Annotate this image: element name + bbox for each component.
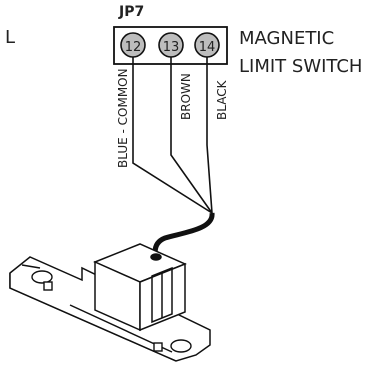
bracket-holes xyxy=(31,270,192,353)
terminal-12-label: 12 xyxy=(125,40,142,55)
terminal-block-header: JP7 xyxy=(118,4,144,20)
cable-bundle xyxy=(152,212,215,259)
terminal-12: 12 xyxy=(120,32,146,58)
switch-body xyxy=(93,243,187,332)
terminal-14-label: 14 xyxy=(199,40,216,55)
wire-label-black: BLACK xyxy=(215,79,229,120)
wire-brown xyxy=(170,57,213,214)
terminal-13-label: 13 xyxy=(163,40,180,55)
edge-label: L xyxy=(5,27,15,48)
wire-black xyxy=(206,57,213,214)
wires xyxy=(132,57,213,214)
terminal-14: 14 xyxy=(194,32,220,58)
switch-label-line1: MAGNETIC xyxy=(239,28,334,49)
wire-blue-common xyxy=(132,57,213,214)
wire-label-brown: BROWN xyxy=(179,73,193,120)
wire-label-blue-common: BLUE - COMMON xyxy=(116,68,130,168)
terminal-13: 13 xyxy=(158,32,184,58)
switch-label-line2: LIMIT SWITCH xyxy=(239,56,362,77)
